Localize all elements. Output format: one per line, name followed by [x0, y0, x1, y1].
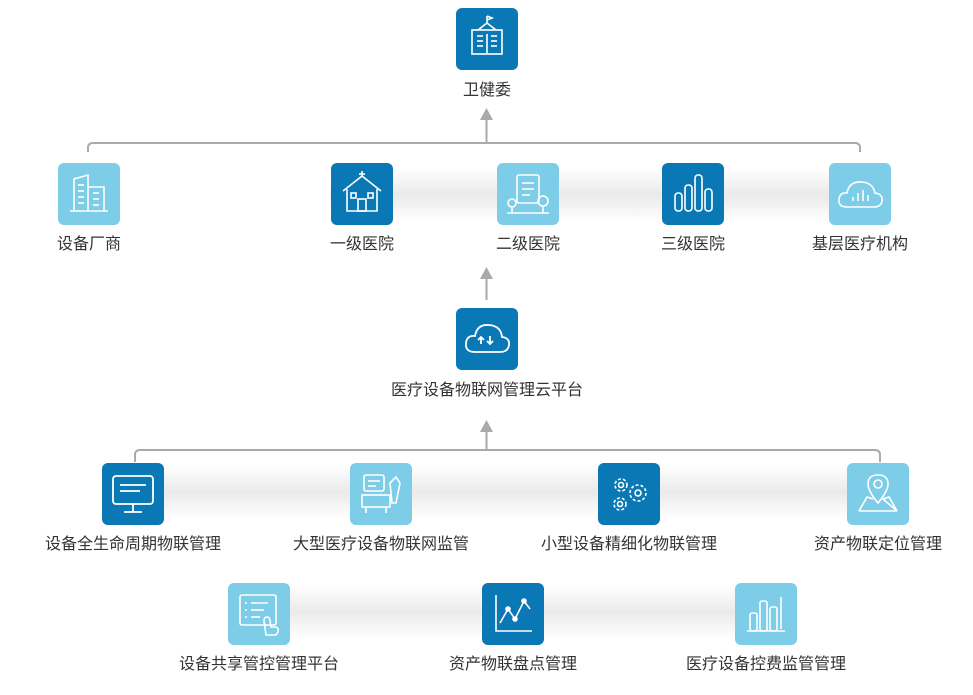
node-label-module-2: 小型设备精细化物联管理 — [540, 534, 718, 553]
bar-chart-icon — [735, 583, 797, 645]
node-label-hospital-4: 基层医疗机构 — [811, 234, 909, 253]
hospital-row-band — [330, 168, 860, 222]
house-icon — [331, 163, 393, 225]
node-label-module-6: 医疗设备控费监管管理 — [685, 654, 847, 673]
node-label-hospital-1: 一级医院 — [329, 234, 395, 253]
manufacturer-building-icon — [58, 163, 120, 225]
node-label-hospital-0: 设备厂商 — [56, 234, 122, 253]
node-label-top: 卫健委 — [462, 80, 512, 99]
node-label-module-5: 资产物联盘点管理 — [448, 654, 578, 673]
clipboard-trees-icon — [497, 163, 559, 225]
node-label-hospital-2: 二级医院 — [495, 234, 561, 253]
node-label-hospital-3: 三级医院 — [660, 234, 726, 253]
module-row1-band — [110, 465, 900, 519]
touch-list-icon — [228, 583, 290, 645]
medical-device-icon — [350, 463, 412, 525]
node-label-platform: 医疗设备物联网管理云平台 — [390, 380, 584, 399]
node-label-module-3: 资产物联定位管理 — [813, 534, 943, 553]
bar-stats-icon — [662, 163, 724, 225]
node-label-module-0: 设备全生命周期物联管理 — [44, 534, 222, 553]
government-building-icon — [456, 8, 518, 70]
monitor-icon — [102, 463, 164, 525]
gears-icon — [598, 463, 660, 525]
line-chart-icon — [482, 583, 544, 645]
map-pin-icon — [847, 463, 909, 525]
cloud-sync-icon — [456, 308, 518, 370]
node-label-module-4: 设备共享管控管理平台 — [178, 654, 340, 673]
node-label-module-1: 大型医疗设备物联网监管 — [292, 534, 470, 553]
cloud-chart-icon — [829, 163, 891, 225]
